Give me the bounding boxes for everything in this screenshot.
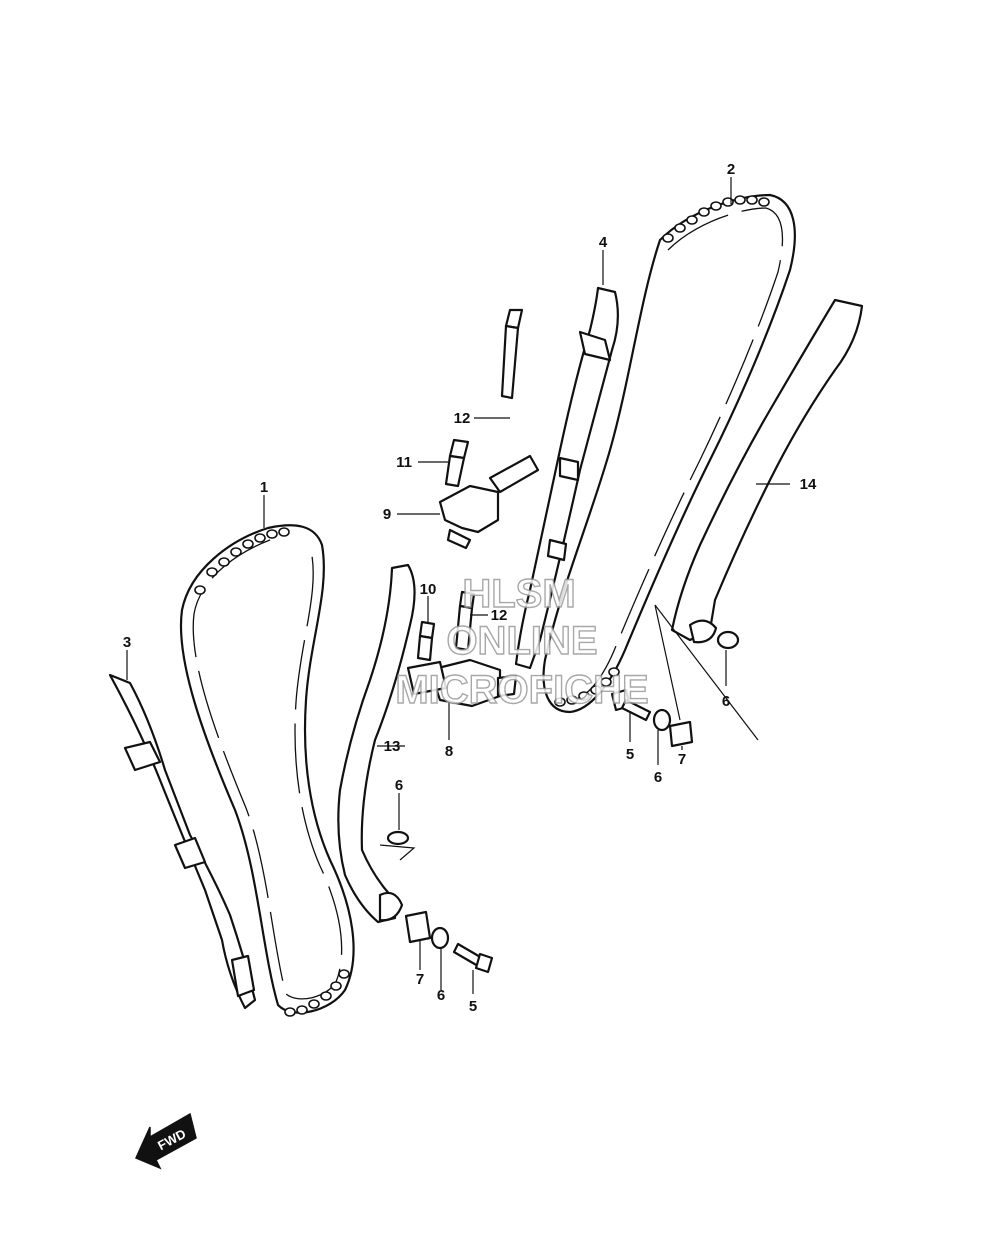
- callout-6c: 6: [395, 777, 403, 794]
- fastener-group-left: [386, 830, 494, 974]
- cam-chain-tensioner-upper: [438, 454, 540, 550]
- watermark-line-3: MICROFICHE: [395, 668, 648, 712]
- watermark-line-2: ONLINE: [446, 619, 597, 663]
- watermark-line-1: HLSM: [462, 572, 575, 616]
- callout-10: 10: [420, 581, 437, 598]
- chain-links-bottom-right: [554, 667, 620, 707]
- chain-tensioner-guide-center: [337, 563, 416, 924]
- callout-5a: 5: [626, 746, 634, 763]
- callout-13: 13: [384, 738, 401, 755]
- callout-14: 14: [800, 476, 817, 493]
- callout-6d: 6: [437, 987, 445, 1004]
- fastener-group-right: [610, 630, 740, 748]
- callout-9: 9: [383, 506, 391, 523]
- assembly-reference-lines-left: [379, 844, 416, 861]
- bolts-tensioner: [416, 308, 524, 662]
- callout-12a: 12: [454, 410, 471, 427]
- callout-1: 1: [260, 479, 268, 496]
- callout-12b: 12: [491, 607, 508, 624]
- chain-links-top-left: [194, 527, 290, 595]
- callout-2: 2: [727, 161, 735, 178]
- cam-chain-tensioner-lower: [406, 658, 518, 708]
- callout-8: 8: [445, 743, 453, 760]
- callout-4: 4: [599, 234, 608, 251]
- callout-3: 3: [123, 634, 131, 651]
- fwd-arrow: FWD: [134, 1112, 197, 1170]
- callout-11: 11: [396, 454, 412, 471]
- callout-6b: 6: [654, 769, 662, 786]
- callout-5b: 5: [469, 998, 477, 1015]
- callout-7a: 7: [678, 751, 686, 768]
- chain-guide-left: [108, 673, 257, 1010]
- callout-6a: 6: [722, 693, 730, 710]
- chain-links-bottom-left: [284, 969, 350, 1017]
- watermark: HLSM ONLINE MICROFICHE: [395, 571, 650, 712]
- chain-tensioner-guide-right: [670, 298, 864, 644]
- callout-7b: 7: [416, 971, 424, 988]
- callout-labels: 1 2 3 4 5 5 6 6 6 6 7 7 8 9 10 11 12 12 …: [123, 161, 817, 1015]
- leader-lines: [126, 177, 790, 994]
- chain-guide-right: [514, 286, 619, 670]
- assembly-reference-lines-right: [654, 604, 759, 741]
- cam-chain-left: [179, 524, 355, 1017]
